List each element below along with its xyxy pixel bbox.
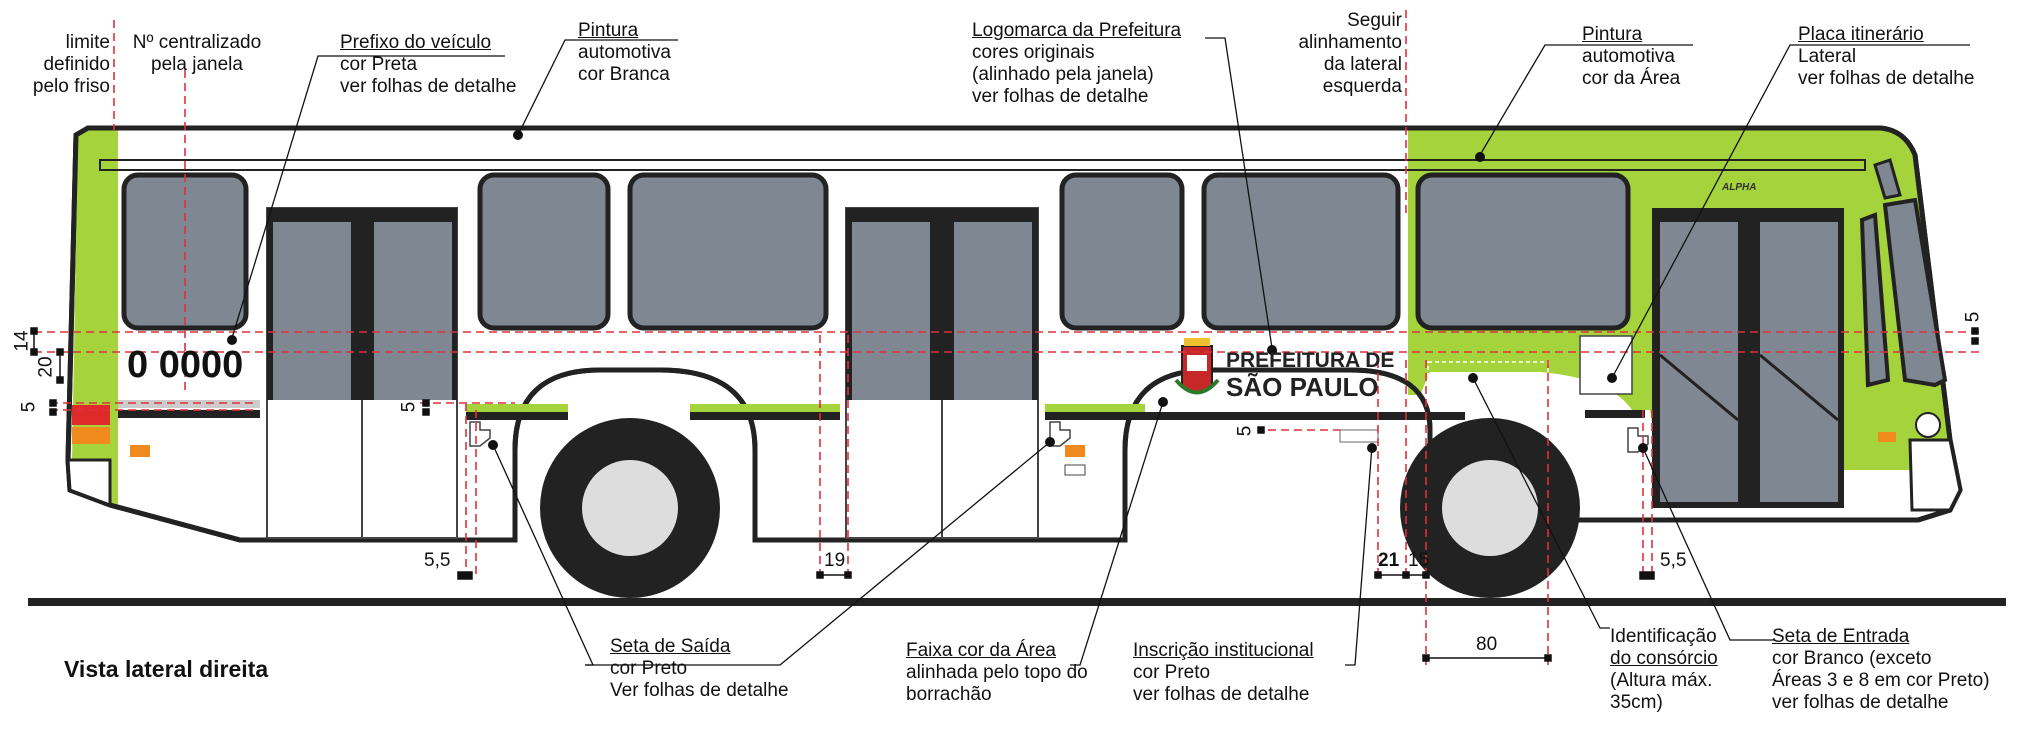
dim-5-inscricao: 5 <box>1234 425 1256 437</box>
guide-lines <box>34 10 1980 665</box>
dimension-lines <box>30 327 1979 662</box>
institutional-inscription <box>1339 429 1379 443</box>
vehicle-number: 0 0000 <box>127 344 244 386</box>
front-door <box>1652 208 1844 508</box>
area-paint-rear <box>72 130 118 505</box>
dim-80: 80 <box>1476 634 1498 655</box>
brand-badge: ALPHA <box>1722 182 1757 193</box>
prefeitura-logo-shield <box>1174 338 1220 395</box>
leader-lines <box>231 37 1970 666</box>
dim-5-right: 5 <box>1962 311 1984 323</box>
dim-14: 14 <box>11 330 33 352</box>
logo-line1: PREFEITURA DE <box>1226 349 1395 372</box>
side-marker-front <box>1878 432 1896 442</box>
prefeitura-logo-text: PREFEITURA DE SÃO PAULO <box>1226 348 1394 400</box>
skirt-stripes <box>118 400 1645 420</box>
front-wheel <box>1400 418 1580 598</box>
logo-line2: SÃO PAULO <box>1226 372 1379 402</box>
dim-5-5-left: 5,5 <box>424 550 451 571</box>
tail-indicator <box>72 427 110 444</box>
side-marker-rear <box>130 445 150 457</box>
rear-wheel <box>540 418 720 598</box>
view-title: Vista lateral direita <box>64 656 269 682</box>
tail-light <box>72 405 110 425</box>
dim-21: 21 <box>1378 550 1400 571</box>
dim-19: 19 <box>824 550 846 571</box>
front-side-window <box>1859 212 1891 388</box>
middle-door <box>845 207 1039 539</box>
leader-dots <box>227 130 1648 453</box>
ground-line <box>28 598 2006 606</box>
side-windows <box>121 172 1631 331</box>
dim-15: 15 <box>1408 550 1430 571</box>
dim-5-5-right: 5,5 <box>1660 550 1687 571</box>
consortium-id-area <box>1427 361 1549 387</box>
dim-5-skirt: 5 <box>398 401 420 413</box>
headlight <box>1915 412 1941 438</box>
side-marker-middle <box>1065 445 1085 457</box>
windshield <box>1882 197 1948 388</box>
destination-sign <box>1579 335 1633 395</box>
dim-5-left: 5 <box>18 401 40 413</box>
rear-door <box>266 207 458 539</box>
exit-arrow-rear <box>469 421 491 447</box>
dim-20: 20 <box>35 356 57 378</box>
